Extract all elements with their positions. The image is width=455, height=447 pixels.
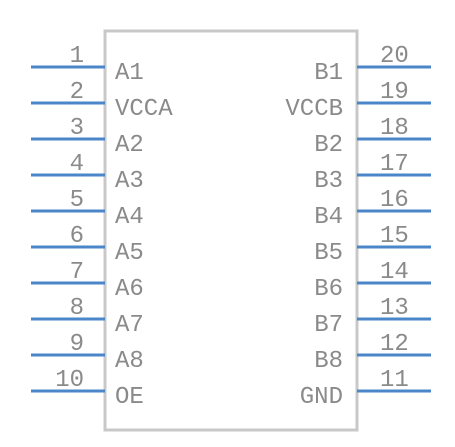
pin-number-17: 17 (380, 151, 409, 178)
pin-number-3: 3 (70, 115, 84, 142)
pin-name-a1: A1 (115, 60, 144, 87)
pin-number-5: 5 (70, 187, 84, 214)
pin-number-1: 1 (70, 43, 84, 70)
pin-number-11: 11 (380, 367, 409, 394)
pin-name-b5: B5 (314, 240, 343, 267)
pin-name-b6: B6 (314, 276, 343, 303)
pin-number-19: 19 (380, 79, 409, 106)
component-body (103, 29, 359, 432)
pin-name-a2: A2 (115, 132, 144, 159)
pin-name-a8: A8 (115, 348, 144, 375)
pin-number-13: 13 (380, 295, 409, 322)
pin-number-20: 20 (380, 43, 409, 70)
pin-name-b1: B1 (314, 60, 343, 87)
pin-name-a6: A6 (115, 276, 144, 303)
pin-number-2: 2 (70, 79, 84, 106)
pin-number-9: 9 (70, 331, 84, 358)
pin-name-a5: A5 (115, 240, 144, 267)
pin-number-14: 14 (380, 259, 409, 286)
pin-number-8: 8 (70, 295, 84, 322)
pin-name-b4: B4 (314, 204, 343, 231)
pin-name-b2: B2 (314, 132, 343, 159)
pin-name-a3: A3 (115, 168, 144, 195)
pin-name-a4: A4 (115, 204, 144, 231)
pin-name-b3: B3 (314, 168, 343, 195)
pin-name-a7: A7 (115, 312, 144, 339)
pin-number-18: 18 (380, 115, 409, 142)
pin-name-gnd: GND (300, 384, 343, 411)
pin-name-b7: B7 (314, 312, 343, 339)
pin-number-6: 6 (70, 223, 84, 250)
pin-number-15: 15 (380, 223, 409, 250)
pin-number-4: 4 (70, 151, 84, 178)
pin-number-16: 16 (380, 187, 409, 214)
pin-number-7: 7 (70, 259, 84, 286)
pin-number-12: 12 (380, 331, 409, 358)
pin-number-10: 10 (55, 367, 84, 394)
pin-name-oe: OE (115, 384, 144, 411)
pin-name-b8: B8 (314, 348, 343, 375)
pin-name-vcca: VCCA (115, 96, 173, 123)
pin-name-vccb: VCCB (285, 96, 343, 123)
